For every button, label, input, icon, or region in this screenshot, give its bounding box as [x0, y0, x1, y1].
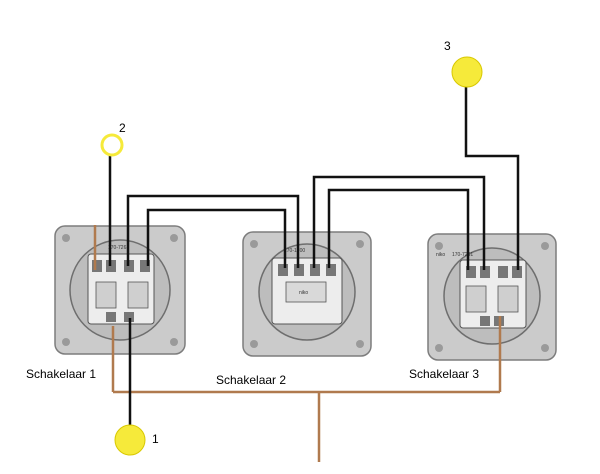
- switch-1-screw: [62, 234, 70, 242]
- lamp-1: [114, 424, 146, 456]
- switch-1-rocker: [127, 281, 149, 309]
- switch-1-part-number: 170-7261: [108, 245, 129, 251]
- switch-1-terminal: [124, 312, 134, 322]
- switch-2-screw: [356, 340, 364, 348]
- switch-3: 170-7261 niko: [427, 233, 557, 361]
- lamp-3: [451, 56, 483, 88]
- switch-2: niko 170-1700: [242, 231, 372, 357]
- black-wires: [108, 86, 520, 432]
- switch-3-rocker: [497, 285, 519, 313]
- switch-2-terminal: [310, 264, 320, 276]
- black-wire-2-3-b: [327, 188, 470, 270]
- switch-1-label: Schakelaar 1: [26, 367, 97, 381]
- switch-3-screw: [435, 344, 443, 352]
- switch-3-terminal: [466, 266, 476, 278]
- switch-3-screw: [435, 242, 443, 250]
- switch-1-screw: [62, 338, 70, 346]
- switch-2-screw: [250, 240, 258, 248]
- switch-2-brand: niko: [299, 290, 308, 296]
- switch-2-part-number: 170-1700: [284, 248, 305, 254]
- brown-wires: [93, 225, 502, 462]
- black-wire-2-3-a: [312, 175, 486, 270]
- switch-3-screw: [541, 242, 549, 250]
- switch-3-label: Schakelaar 3: [409, 367, 480, 381]
- lamp-3-label: 3: [444, 39, 451, 53]
- switch-3-part-number: 170-7261: [452, 252, 473, 258]
- black-wire-1-2-a: [126, 194, 300, 268]
- switch-3-brand: niko: [436, 252, 445, 258]
- switch-2-terminal: [278, 264, 288, 276]
- black-wire-lamp3: [464, 86, 520, 270]
- switch-2-terminal: [294, 264, 304, 276]
- black-wire-1-2-b: [146, 208, 287, 268]
- switch-1-rocker: [95, 281, 117, 309]
- switch-2-center-block: [285, 281, 327, 303]
- switch-1: 170-7261: [54, 225, 186, 355]
- lamp-2: [100, 133, 124, 157]
- switch-1-screw: [170, 234, 178, 242]
- switch-3-terminal: [512, 266, 522, 278]
- switch-3-terminal: [498, 266, 508, 278]
- switch-1-screw: [170, 338, 178, 346]
- switch-3-screw: [541, 344, 549, 352]
- switch-2-label: Schakelaar 2: [216, 373, 287, 387]
- switch-3-terminal: [480, 316, 490, 326]
- switch-2-screw: [356, 240, 364, 248]
- lamp-1-label: 1: [152, 432, 159, 446]
- switch-2-terminal: [326, 264, 336, 276]
- switch-3-rocker: [465, 285, 487, 313]
- switch-3-terminal: [480, 266, 490, 278]
- switch-1-terminal: [140, 260, 150, 272]
- lamp-2-label: 2: [119, 121, 126, 135]
- switch-2-screw: [250, 340, 258, 348]
- switch-1-terminal: [92, 260, 102, 272]
- switch-1-terminal: [106, 312, 116, 322]
